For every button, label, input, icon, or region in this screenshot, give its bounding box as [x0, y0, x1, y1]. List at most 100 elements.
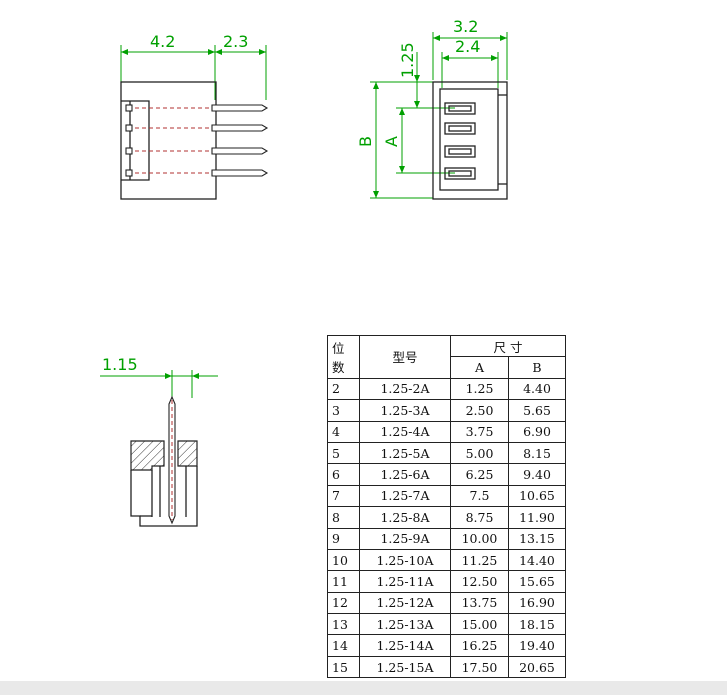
side-pins: [125, 104, 269, 177]
position-cell: 10: [327, 548, 360, 572]
position-header-bottom: 数: [332, 359, 345, 375]
b-cell: 11.90: [508, 506, 566, 529]
model-cell: 1.25-15A: [359, 655, 451, 679]
a-cell: 5.00: [450, 441, 509, 465]
b-cell: 14.40: [508, 548, 566, 572]
model-cell: 1.25-12A: [359, 591, 451, 615]
a-cell: 2.50: [450, 399, 509, 422]
side-housing: [120, 81, 217, 200]
front-housing: [432, 81, 508, 200]
position-cell: 5: [327, 441, 360, 465]
a-cell: 17.50: [450, 655, 509, 679]
model-cell: 1.25-11A: [359, 570, 451, 593]
side-view: 4.2 2.3: [120, 32, 269, 200]
model-cell: 1.25-4A: [359, 420, 451, 443]
position-header-top: 位: [332, 340, 345, 356]
b-cell: 10.65: [508, 484, 566, 508]
b-dimension-label: B: [356, 136, 375, 147]
front-view: 3.2 2.4 1.25 B A: [356, 17, 508, 200]
position-cell: 8: [327, 506, 360, 529]
b-cell: 4.40: [508, 377, 566, 401]
b-header: B: [508, 356, 566, 379]
position-cell: 12: [327, 591, 360, 615]
side-dimension-lines: [120, 45, 267, 100]
b-cell: 18.15: [508, 613, 566, 636]
section-pin: [168, 395, 176, 525]
position-cell: 11: [327, 570, 360, 593]
model-cell: 1.25-10A: [359, 548, 451, 572]
position-cell: 13: [327, 613, 360, 636]
front-top-dim: 1.25: [398, 42, 417, 78]
a-cell: 12.50: [450, 570, 509, 593]
a-cell: 3.75: [450, 420, 509, 443]
position-cell: 14: [327, 634, 360, 657]
position-cell: 3: [327, 399, 360, 422]
model-cell: 1.25-2A: [359, 377, 451, 401]
b-cell: 19.40: [508, 634, 566, 657]
a-header: A: [450, 356, 509, 379]
b-cell: 6.90: [508, 420, 566, 443]
pin-length-dim: 2.3: [223, 32, 248, 51]
position-count-header: 位 数: [327, 335, 360, 379]
model-cell: 1.25-9A: [359, 527, 451, 550]
a-cell: 10.00: [450, 527, 509, 550]
a-cell: 8.75: [450, 506, 509, 529]
model-cell: 1.25-14A: [359, 634, 451, 657]
model-cell: 1.25-6A: [359, 463, 451, 486]
side-depth-dim: 4.2: [150, 32, 175, 51]
b-cell: 13.15: [508, 527, 566, 550]
front-dimension-lines: [370, 32, 508, 199]
section-view: 1.15: [100, 355, 218, 527]
model-cell: 1.25-7A: [359, 484, 451, 508]
model-header: 型号: [359, 335, 451, 379]
position-cell: 9: [327, 527, 360, 550]
position-cell: 6: [327, 463, 360, 486]
bottom-scroll-strip: [0, 681, 727, 695]
size-header: 尺 寸: [450, 334, 566, 358]
a-cell: 11.25: [450, 548, 509, 572]
a-cell: 7.5: [450, 484, 509, 508]
model-cell: 1.25-3A: [359, 399, 451, 422]
pin-pitch-dim: 1.15: [102, 355, 138, 374]
a-dimension-label: A: [382, 136, 401, 147]
position-cell: 4: [327, 420, 360, 443]
front-inner-dim: 2.4: [455, 37, 480, 56]
a-cell: 16.25: [450, 634, 509, 657]
b-cell: 20.65: [508, 655, 566, 679]
a-cell: 1.25: [450, 377, 509, 401]
b-cell: 16.90: [508, 591, 566, 615]
model-cell: 1.25-8A: [359, 506, 451, 529]
model-cell: 1.25-13A: [359, 613, 451, 636]
b-cell: 15.65: [508, 570, 566, 593]
position-cell: 2: [327, 377, 360, 401]
b-cell: 5.65: [508, 399, 566, 422]
section-dimension-lines: [100, 370, 218, 398]
section-housing: [130, 440, 198, 527]
front-width-dim: 3.2: [453, 17, 478, 36]
a-cell: 6.25: [450, 463, 509, 486]
b-cell: 8.15: [508, 441, 566, 465]
model-cell: 1.25-5A: [359, 441, 451, 465]
table-header-row: 位 数 型号 尺 寸: [327, 334, 566, 379]
b-cell: 9.40: [508, 463, 566, 486]
a-cell: 15.00: [450, 613, 509, 636]
a-cell: 13.75: [450, 591, 509, 615]
position-cell: 15: [327, 655, 360, 679]
front-contacts: [444, 102, 476, 180]
position-cell: 7: [327, 484, 360, 508]
